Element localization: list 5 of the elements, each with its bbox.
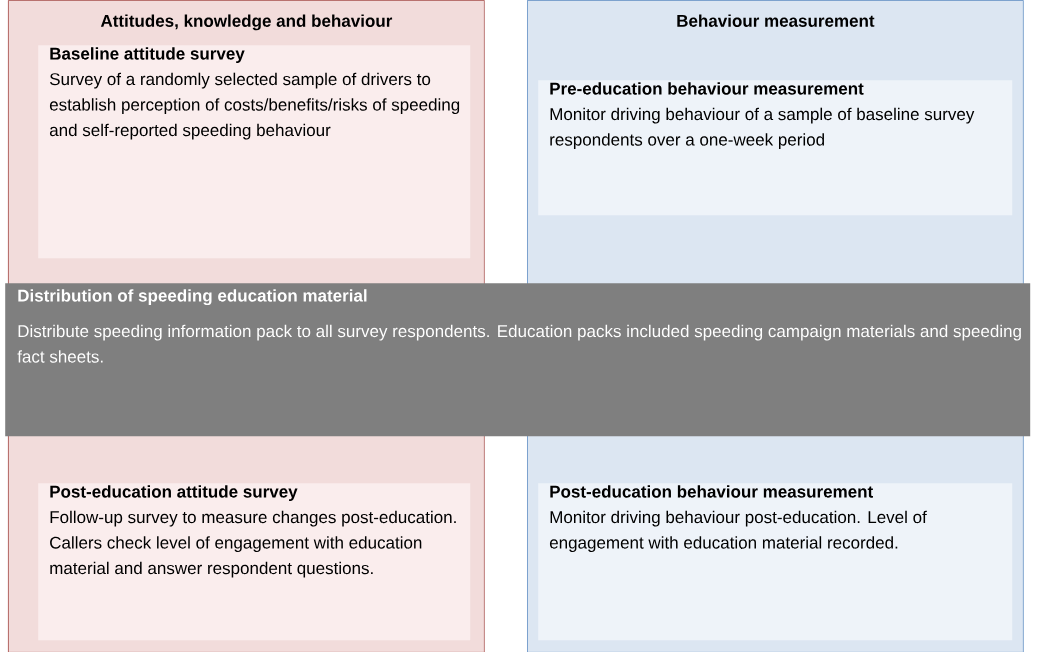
text-box: Baseline attitude survey Survey of a randomly selected sample of drivers to establish perception of costs/benefits/risks of speeding and self-reported speeding behaviour bbox=[38, 45, 471, 259]
text-box: Post-education attitude survey Follow-up survey to measure changes post-education. Callers check level of engagement with education material and answer respondent questions. bbox=[38, 483, 471, 641]
banner: Distribution of speeding education material Distribute speeding information pack to all survey respondents. Education packs included speeding campaign materials and speeding fact sheets. bbox=[5, 283, 1031, 437]
text-box: Post-education behaviour measurement Monitor driving behaviour post-education. Level of engagement with education material recorded. bbox=[538, 483, 1013, 641]
text-box: Pre-education behaviour measurement Monitor driving behaviour of a sample of baseline survey respondents over a one-week period bbox=[538, 80, 1013, 216]
